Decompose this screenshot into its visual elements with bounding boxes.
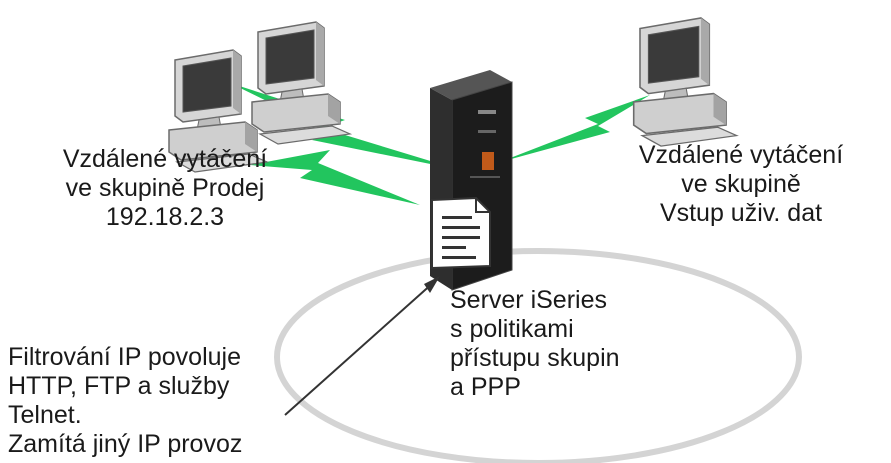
lightning-link-icon [500,95,650,162]
server-line: a PPP [450,373,521,401]
server-label: Server iSeries s politikami přístupu sku… [450,286,620,402]
filter-line: Zamítá jiný IP provoz [8,430,243,458]
filter-line: Filtrování IP povoluje [8,343,241,371]
filter-line: HTTP, FTP a služby [8,372,230,400]
server-line: Server iSeries [450,286,607,314]
filter-arrow [284,281,435,416]
sales-group-line: 192.18.2.3 [105,203,225,231]
data-entry-group-line: Vstup uživ. dat [659,199,823,227]
filter-line: Telnet. [8,401,82,429]
data-entry-group-label: Vzdálené vytáčení ve skupině Vstup uživ.… [596,141,886,228]
sales-group-label: Vzdálené vytáčení ve skupině Prodej 192.… [5,145,325,232]
sales-group-line: ve skupině Prodej [65,174,265,202]
document-icon [431,196,491,270]
lightning-link-icon [250,150,420,205]
computer-icon [632,17,738,147]
server-line: přístupu skupin [450,344,620,372]
sales-group-line: Vzdálené vytáčení [62,145,268,173]
data-entry-group-line: Vzdálené vytáčení [638,141,844,169]
server-line: s politikami [450,315,574,343]
network-ellipse [274,248,802,463]
filter-label: Filtrování IP povoluje HTTP, FTP a služb… [8,343,242,459]
data-entry-group-line: ve skupině [681,170,801,198]
